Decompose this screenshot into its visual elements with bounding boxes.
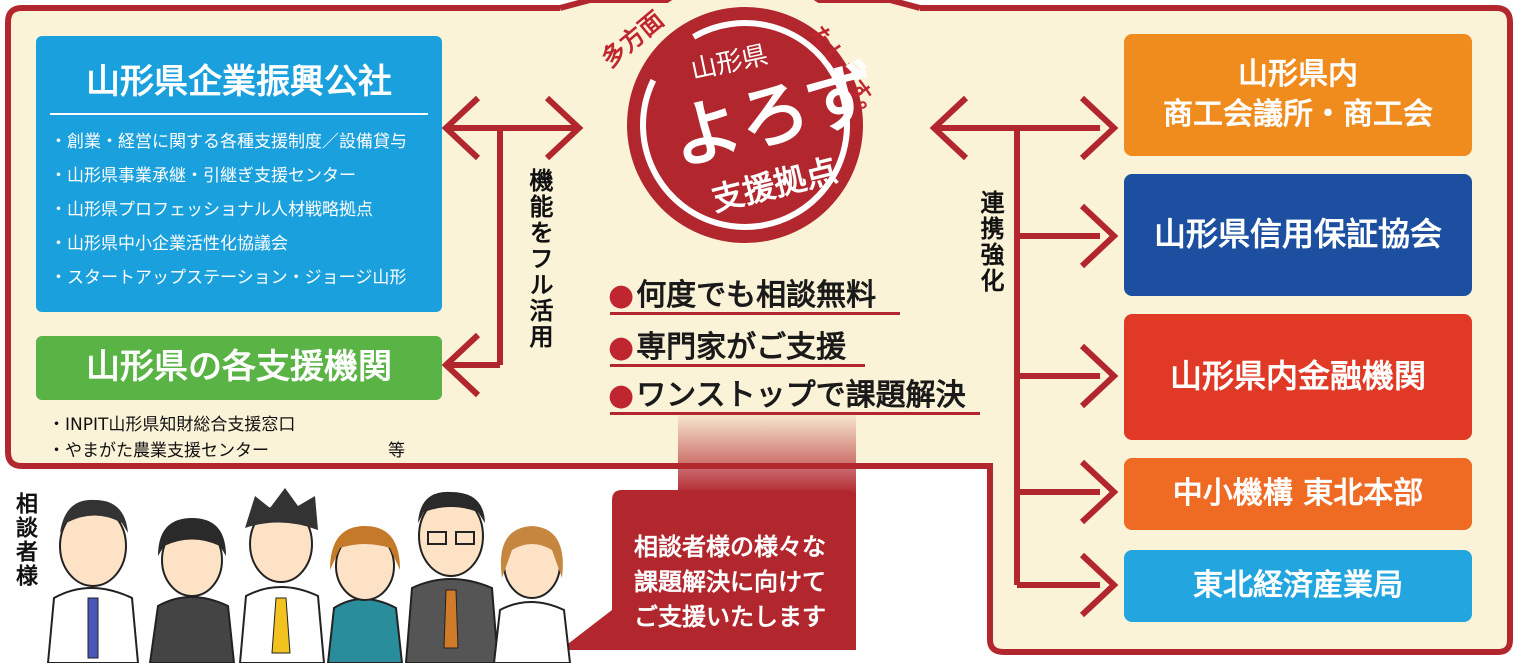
corp-item: ・スタートアップステーション・ジョージ山形 — [50, 268, 407, 288]
partner-box: 山形県内金融機関 — [1124, 314, 1472, 440]
corp-divider — [50, 113, 428, 115]
partner-label: 山形県内金融機関 — [1169, 357, 1426, 396]
callout-bubble — [560, 490, 855, 650]
corp-item: ・山形県プロフェッショナル人材戦略拠点 — [50, 200, 373, 220]
feature-item: ●専門家がご支援 — [608, 330, 847, 365]
link-label-right: 連携強化 — [976, 190, 1004, 294]
agencies-title: 山形県の各支援機関 — [86, 347, 392, 388]
feature-underline — [610, 312, 900, 315]
feature-underline — [610, 412, 980, 415]
partner-label: 山形県信用保証協会 — [1153, 215, 1442, 254]
corp-item: ・創業・経営に関する各種支援制度／設備貸与 — [50, 132, 407, 152]
corp-box: 山形県企業振興公社 ・創業・経営に関する各種支援制度／設備貸与 ・山形県事業承継… — [36, 36, 442, 312]
partner-label: 山形県内 商工会議所・商工会 — [1163, 56, 1433, 133]
agency-item: ・やまがた農業支援センター — [48, 441, 269, 461]
corp-title: 山形県企業振興公社 — [86, 62, 392, 102]
agency-item: ・INPIT山形県知財総合支援窓口 — [48, 415, 296, 435]
partner-box: 東北経済産業局 — [1124, 550, 1472, 622]
bullet-dot-icon: ● — [608, 330, 635, 365]
consultees-illustration — [46, 488, 572, 663]
corp-item: ・山形県事業承継・引継ぎ支援センター — [50, 166, 356, 186]
partner-box: 山形県信用保証協会 — [1124, 174, 1472, 296]
partner-label: 中小機構 東北本部 — [1172, 475, 1424, 511]
logo-circle — [627, 7, 863, 243]
link-label-left: 機能をフル活用 — [525, 168, 553, 350]
callout-text: 相談者様の様々な 課題解決に向けて ご支援いたします — [634, 533, 826, 631]
feature-underline — [610, 364, 865, 367]
consultees-label: 相談者様 — [12, 492, 37, 588]
partner-label: 東北経済産業局 — [1193, 567, 1403, 603]
partner-box: 山形県内 商工会議所・商工会 — [1124, 34, 1472, 156]
person-icon — [46, 499, 140, 663]
person-icon — [404, 491, 500, 663]
agency-suffix: 等 — [388, 441, 405, 461]
person-icon — [238, 488, 326, 663]
person-icon — [492, 526, 572, 663]
feature-item: ●何度でも相談無料 — [608, 278, 877, 313]
person-icon — [326, 526, 404, 663]
person-icon — [148, 518, 236, 663]
bullet-dot-icon: ● — [608, 278, 635, 313]
feature-item: ●ワンストップで課題解決 — [608, 378, 966, 413]
partner-box: 中小機構 東北本部 — [1124, 458, 1472, 530]
corp-item: ・山形県中小企業活性化協議会 — [50, 234, 288, 254]
bullet-dot-icon: ● — [608, 378, 635, 413]
agencies-box: 山形県の各支援機関 — [36, 336, 442, 400]
